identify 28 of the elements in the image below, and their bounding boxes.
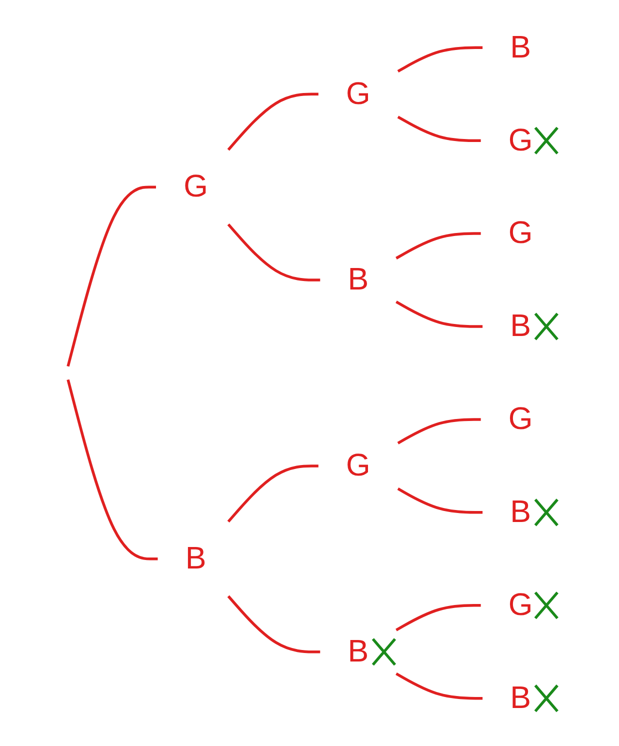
letter-label: B bbox=[347, 261, 368, 300]
branch-line bbox=[226, 464, 318, 523]
branch-line bbox=[395, 604, 480, 632]
branch-line bbox=[395, 232, 480, 260]
letter-label: B bbox=[510, 28, 531, 67]
letter-label: B bbox=[510, 493, 531, 532]
letter-label: B bbox=[347, 632, 368, 671]
letter-label: G bbox=[346, 75, 370, 114]
branch-line bbox=[396, 488, 482, 514]
branch-line bbox=[226, 595, 320, 654]
letter-label: G bbox=[508, 586, 532, 624]
letter-label: G bbox=[508, 122, 532, 160]
branch-line bbox=[395, 672, 482, 700]
branch-line bbox=[396, 116, 480, 142]
branch-line bbox=[66, 379, 158, 560]
letter-label: B bbox=[510, 679, 531, 718]
letter-label: G bbox=[346, 447, 370, 485]
branch-line bbox=[396, 46, 482, 73]
letter-label: G bbox=[183, 168, 208, 206]
branch-line bbox=[66, 186, 156, 367]
letter-label: G bbox=[508, 214, 532, 253]
branch-line bbox=[395, 300, 482, 328]
branch-line bbox=[226, 92, 318, 151]
branch-line bbox=[226, 223, 320, 282]
letter-label: G bbox=[508, 400, 532, 438]
letter-label: B bbox=[184, 540, 206, 578]
branch-line bbox=[396, 418, 480, 444]
letter-label: B bbox=[510, 308, 531, 346]
